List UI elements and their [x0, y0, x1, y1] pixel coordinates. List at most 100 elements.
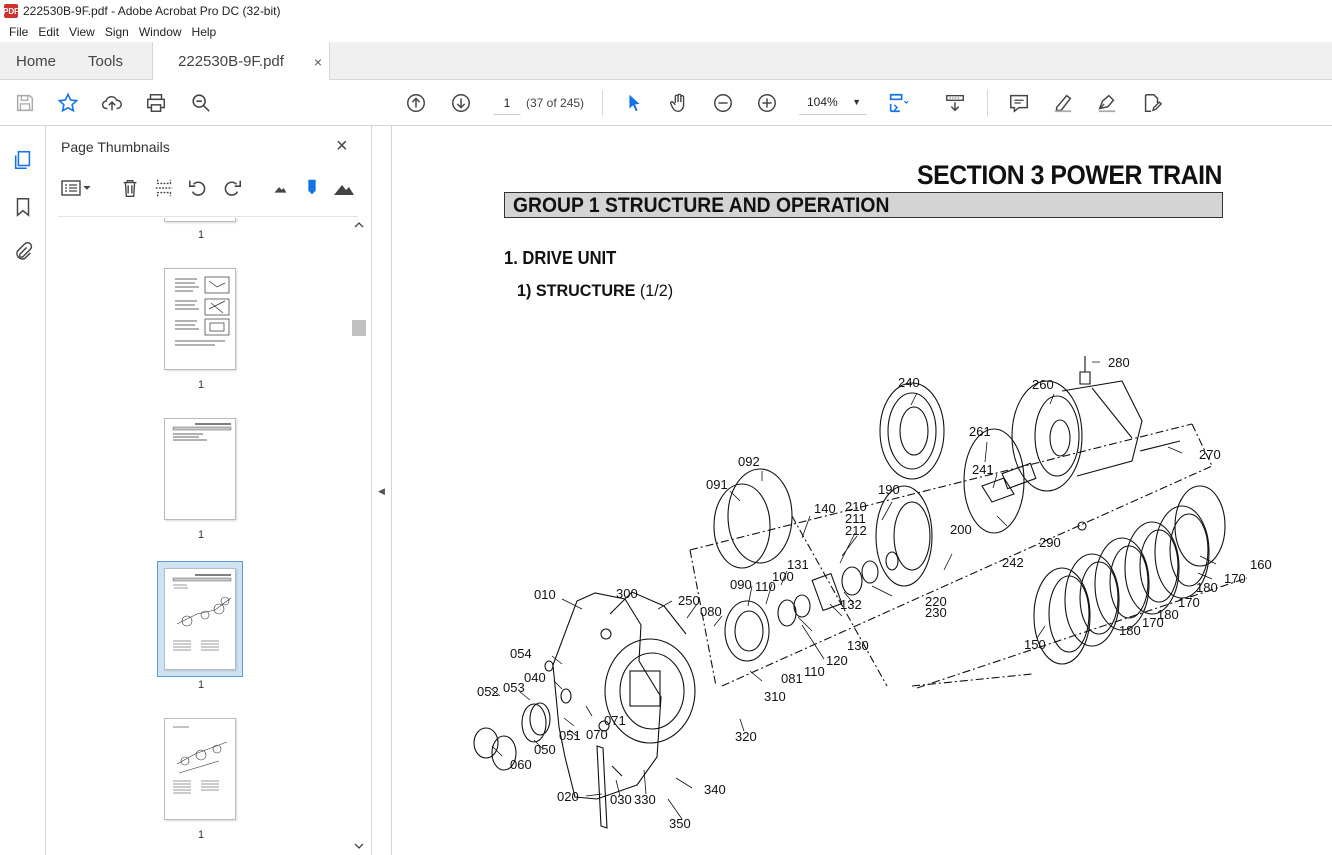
callout-label: 210 — [845, 499, 867, 514]
callout-label: 200 — [950, 522, 972, 537]
callout-label: 010 — [534, 587, 556, 602]
callout-label: 180 — [1157, 607, 1179, 622]
panel-splitter[interactable]: ◀ — [372, 126, 392, 855]
thumbnail-page-label: 1 — [197, 379, 205, 391]
page-thumbnails-icon[interactable] — [11, 148, 35, 172]
thumbnail-size-slider-icon[interactable] — [300, 176, 324, 200]
callout-label: 140 — [814, 501, 836, 516]
left-navigation-rail — [0, 126, 46, 855]
thumbnail-page-label: 1 — [197, 529, 205, 541]
bookmark-star-icon[interactable] — [56, 91, 80, 115]
callout-label: 270 — [1199, 447, 1221, 462]
callout-label: 160 — [1250, 557, 1272, 572]
previous-page-icon[interactable] — [404, 91, 428, 115]
comment-icon[interactable] — [1007, 91, 1031, 115]
hand-tool-icon[interactable] — [667, 91, 691, 115]
title-bar: PDF 222530B-9F.pdf - Adobe Acrobat Pro D… — [0, 0, 1332, 22]
select-cursor-icon[interactable] — [622, 91, 646, 115]
page-number-input[interactable]: 1 — [493, 90, 521, 115]
upload-cloud-icon[interactable] — [100, 91, 124, 115]
zoom-out-icon[interactable] — [711, 91, 735, 115]
callout-label: 242 — [1002, 555, 1024, 570]
panel-title: Page Thumbnails — [61, 139, 170, 155]
print-icon[interactable] — [144, 91, 168, 115]
delete-page-icon[interactable] — [118, 176, 142, 200]
tab-bar: Home Tools 222530B-9F.pdf × — [0, 42, 1332, 81]
main-toolbar: 1 (37 of 245) 104% ▼ — [0, 80, 1332, 126]
callout-label: 220 — [925, 594, 947, 609]
scrollbar-thumb[interactable] — [352, 320, 366, 336]
group-title: GROUP 1 STRUCTURE AND OPERATION — [513, 194, 890, 217]
callout-label: 230 — [925, 605, 947, 620]
thumbnail-size-small-icon[interactable] — [268, 176, 292, 200]
chevron-down-icon: ▼ — [852, 97, 861, 107]
rotate-counterclockwise-icon[interactable] — [186, 176, 210, 200]
callout-label: 340 — [704, 782, 726, 797]
bookmark-icon[interactable] — [11, 195, 35, 219]
draw-sign-icon[interactable] — [1095, 91, 1119, 115]
callout-label: 130 — [847, 638, 869, 653]
tab-close-icon[interactable]: × — [313, 53, 322, 70]
callout-label: 131 — [787, 557, 809, 572]
next-page-icon[interactable] — [449, 91, 473, 115]
thumbnail-page-label: 1 — [197, 829, 205, 841]
page-thumbnail[interactable] — [164, 218, 236, 222]
page-thumbnail[interactable] — [164, 418, 236, 520]
thumbnail-size-large-icon[interactable] — [332, 176, 356, 200]
fill-sign-icon[interactable] — [1140, 91, 1164, 115]
zoom-level-value: 104% — [807, 95, 838, 109]
save-icon[interactable] — [13, 91, 37, 115]
thumbnail-toolbar — [56, 176, 361, 202]
acrobat-logo-icon: PDF — [3, 4, 19, 18]
callout-label: 261 — [969, 424, 991, 439]
callout-label: 320 — [735, 729, 757, 744]
zoom-in-icon[interactable] — [755, 91, 779, 115]
structure-subheading-bold: 1) STRUCTURE — [517, 281, 636, 300]
highlight-pen-icon[interactable] — [1051, 91, 1075, 115]
callout-label: 092 — [738, 454, 760, 469]
page-thumbnail[interactable] — [164, 268, 236, 370]
page-thumbnails-panel: Page Thumbnails × 1 — [46, 126, 372, 855]
menu-sign[interactable]: Sign — [104, 25, 129, 39]
exploded-parts-diagram: 280 240 260 261 270 092 091 241 190 140 … — [473, 355, 1272, 831]
menu-view[interactable]: View — [69, 25, 95, 39]
page-thumbnail[interactable] — [164, 718, 236, 820]
structure-subheading-part: (1/2) — [635, 281, 674, 300]
callout-label: 350 — [669, 816, 691, 831]
page-thumbnail-current[interactable] — [164, 568, 236, 670]
callout-label: 070 — [586, 727, 608, 742]
thumbnail-scrollbar[interactable] — [350, 218, 366, 855]
zoom-level-dropdown[interactable]: 104% ▼ — [799, 90, 867, 115]
callout-label: 170 — [1178, 595, 1200, 610]
attachment-paperclip-icon[interactable] — [11, 240, 35, 264]
page-layout-icon[interactable] — [886, 91, 910, 115]
collapse-panel-arrow-icon[interactable]: ◀ — [378, 486, 385, 496]
zoom-search-icon[interactable] — [189, 91, 213, 115]
thumbnail-options-icon[interactable] — [58, 176, 94, 200]
callout-label: 100 — [772, 569, 794, 584]
tab-document[interactable]: 222530B-9F.pdf × — [152, 42, 330, 81]
callout-label: 020 — [557, 789, 579, 804]
callout-label: 030 — [610, 792, 632, 807]
document-view[interactable]: SECTION 3 POWER TRAIN SYSTEM GROUP 1 STR… — [392, 126, 1332, 855]
rotate-clockwise-icon[interactable] — [220, 176, 244, 200]
tab-home[interactable]: Home — [16, 52, 57, 70]
callout-label: 132 — [840, 597, 862, 612]
diagram-callouts: 280 240 260 261 270 092 091 241 190 140 … — [477, 355, 1272, 831]
structure-subheading: 1) STRUCTURE (1/2) — [517, 281, 673, 301]
callout-label: 250 — [678, 593, 700, 608]
menu-bar: File Edit View Sign Window Help — [0, 22, 1332, 42]
tab-tools[interactable]: Tools — [88, 52, 124, 70]
insert-page-icon[interactable] — [152, 176, 176, 200]
menu-window[interactable]: Window — [138, 25, 182, 39]
callout-label: 060 — [510, 757, 532, 772]
scroll-mode-icon[interactable] — [943, 91, 967, 115]
window-title: 222530B-9F.pdf - Adobe Acrobat Pro DC (3… — [23, 4, 281, 18]
callout-label: 330 — [634, 792, 656, 807]
menu-help[interactable]: Help — [191, 25, 217, 39]
drive-unit-heading: 1. DRIVE UNIT — [504, 248, 617, 268]
close-icon[interactable]: × — [336, 135, 348, 157]
thumbnail-page-label: 1 — [197, 229, 205, 241]
menu-edit[interactable]: Edit — [38, 25, 60, 39]
menu-file[interactable]: File — [9, 25, 29, 39]
